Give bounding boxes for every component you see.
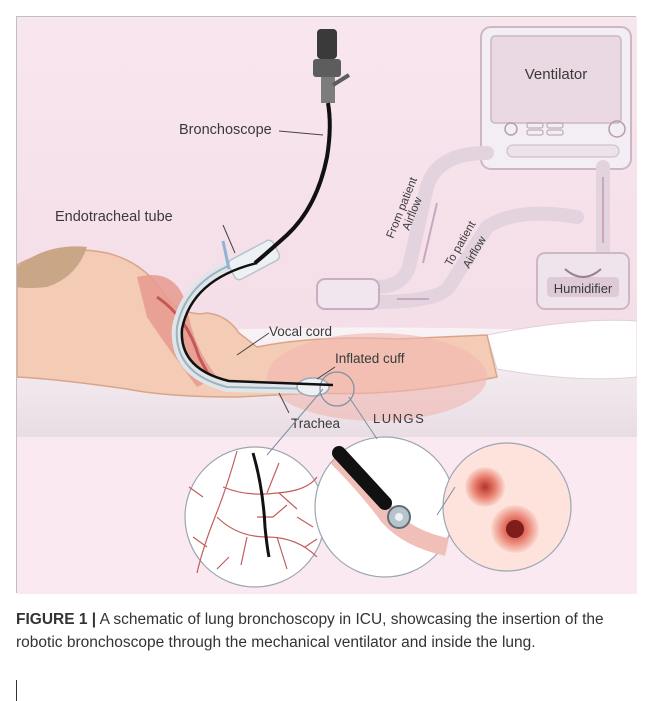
figure-caption: FIGURE 1 | A schematic of lung bronchosc… <box>16 608 636 654</box>
figure-frame: Ventilator Humidifier From patient Airfl… <box>16 16 636 593</box>
vocal-cord-label: Vocal cord <box>269 324 332 339</box>
figure-number: FIGURE 1 | <box>16 611 96 628</box>
bronchoscope-label: Bronchoscope <box>179 122 272 138</box>
lungs-label: LUNGS <box>373 411 425 426</box>
caption-rule <box>16 680 17 701</box>
humidifier-label: Humidifier <box>554 281 613 296</box>
bronchial-tree-inset <box>185 447 325 587</box>
ventilator-label: Ventilator <box>525 66 588 83</box>
humidifier: Humidifier <box>537 253 629 309</box>
ventilator: Ventilator <box>481 27 631 169</box>
inflated-cuff-label: Inflated cuff <box>335 351 405 366</box>
inflated-cuff <box>297 378 329 396</box>
bronchoscopy-illustration: Ventilator Humidifier From patient Airfl… <box>17 17 637 594</box>
y-connector <box>317 279 379 309</box>
caption-text: A schematic of lung bronchoscopy in ICU,… <box>16 611 604 651</box>
endoscopic-view-inset <box>443 443 571 571</box>
endotracheal-tube-label: Endotracheal tube <box>55 209 173 225</box>
scope-tip-inset <box>315 437 455 577</box>
